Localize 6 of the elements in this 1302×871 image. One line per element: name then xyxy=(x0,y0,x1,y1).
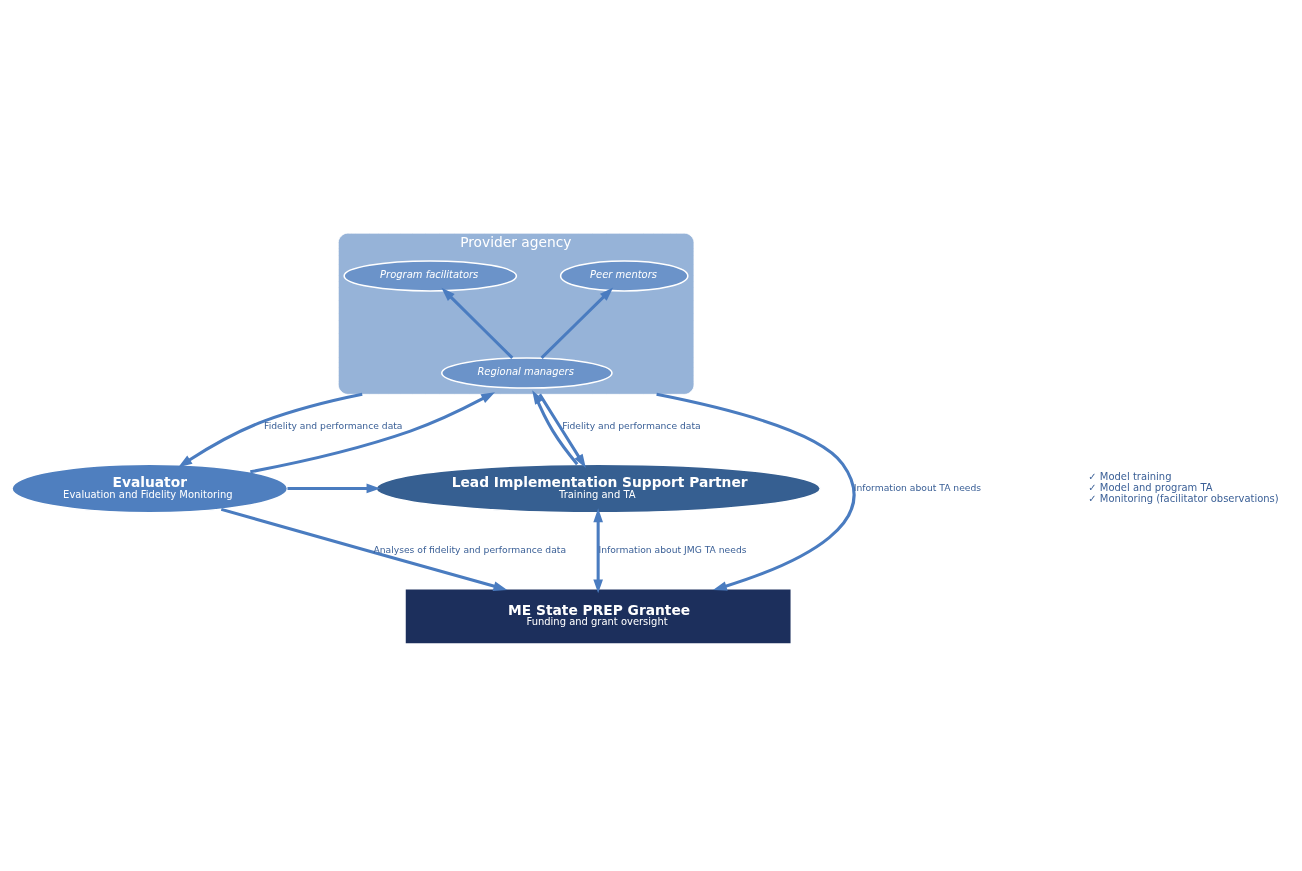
edge-label: Fidelity and performance data xyxy=(264,419,403,431)
label: ✓ Monitoring (facilitator observations) xyxy=(1088,492,1279,504)
edge-label: Fidelity and performance data xyxy=(562,419,701,431)
label: ✓ Model training xyxy=(1088,471,1172,483)
label: ✓ Model and program TA xyxy=(1088,482,1213,494)
edge-label: Information about TA needs xyxy=(853,481,982,493)
